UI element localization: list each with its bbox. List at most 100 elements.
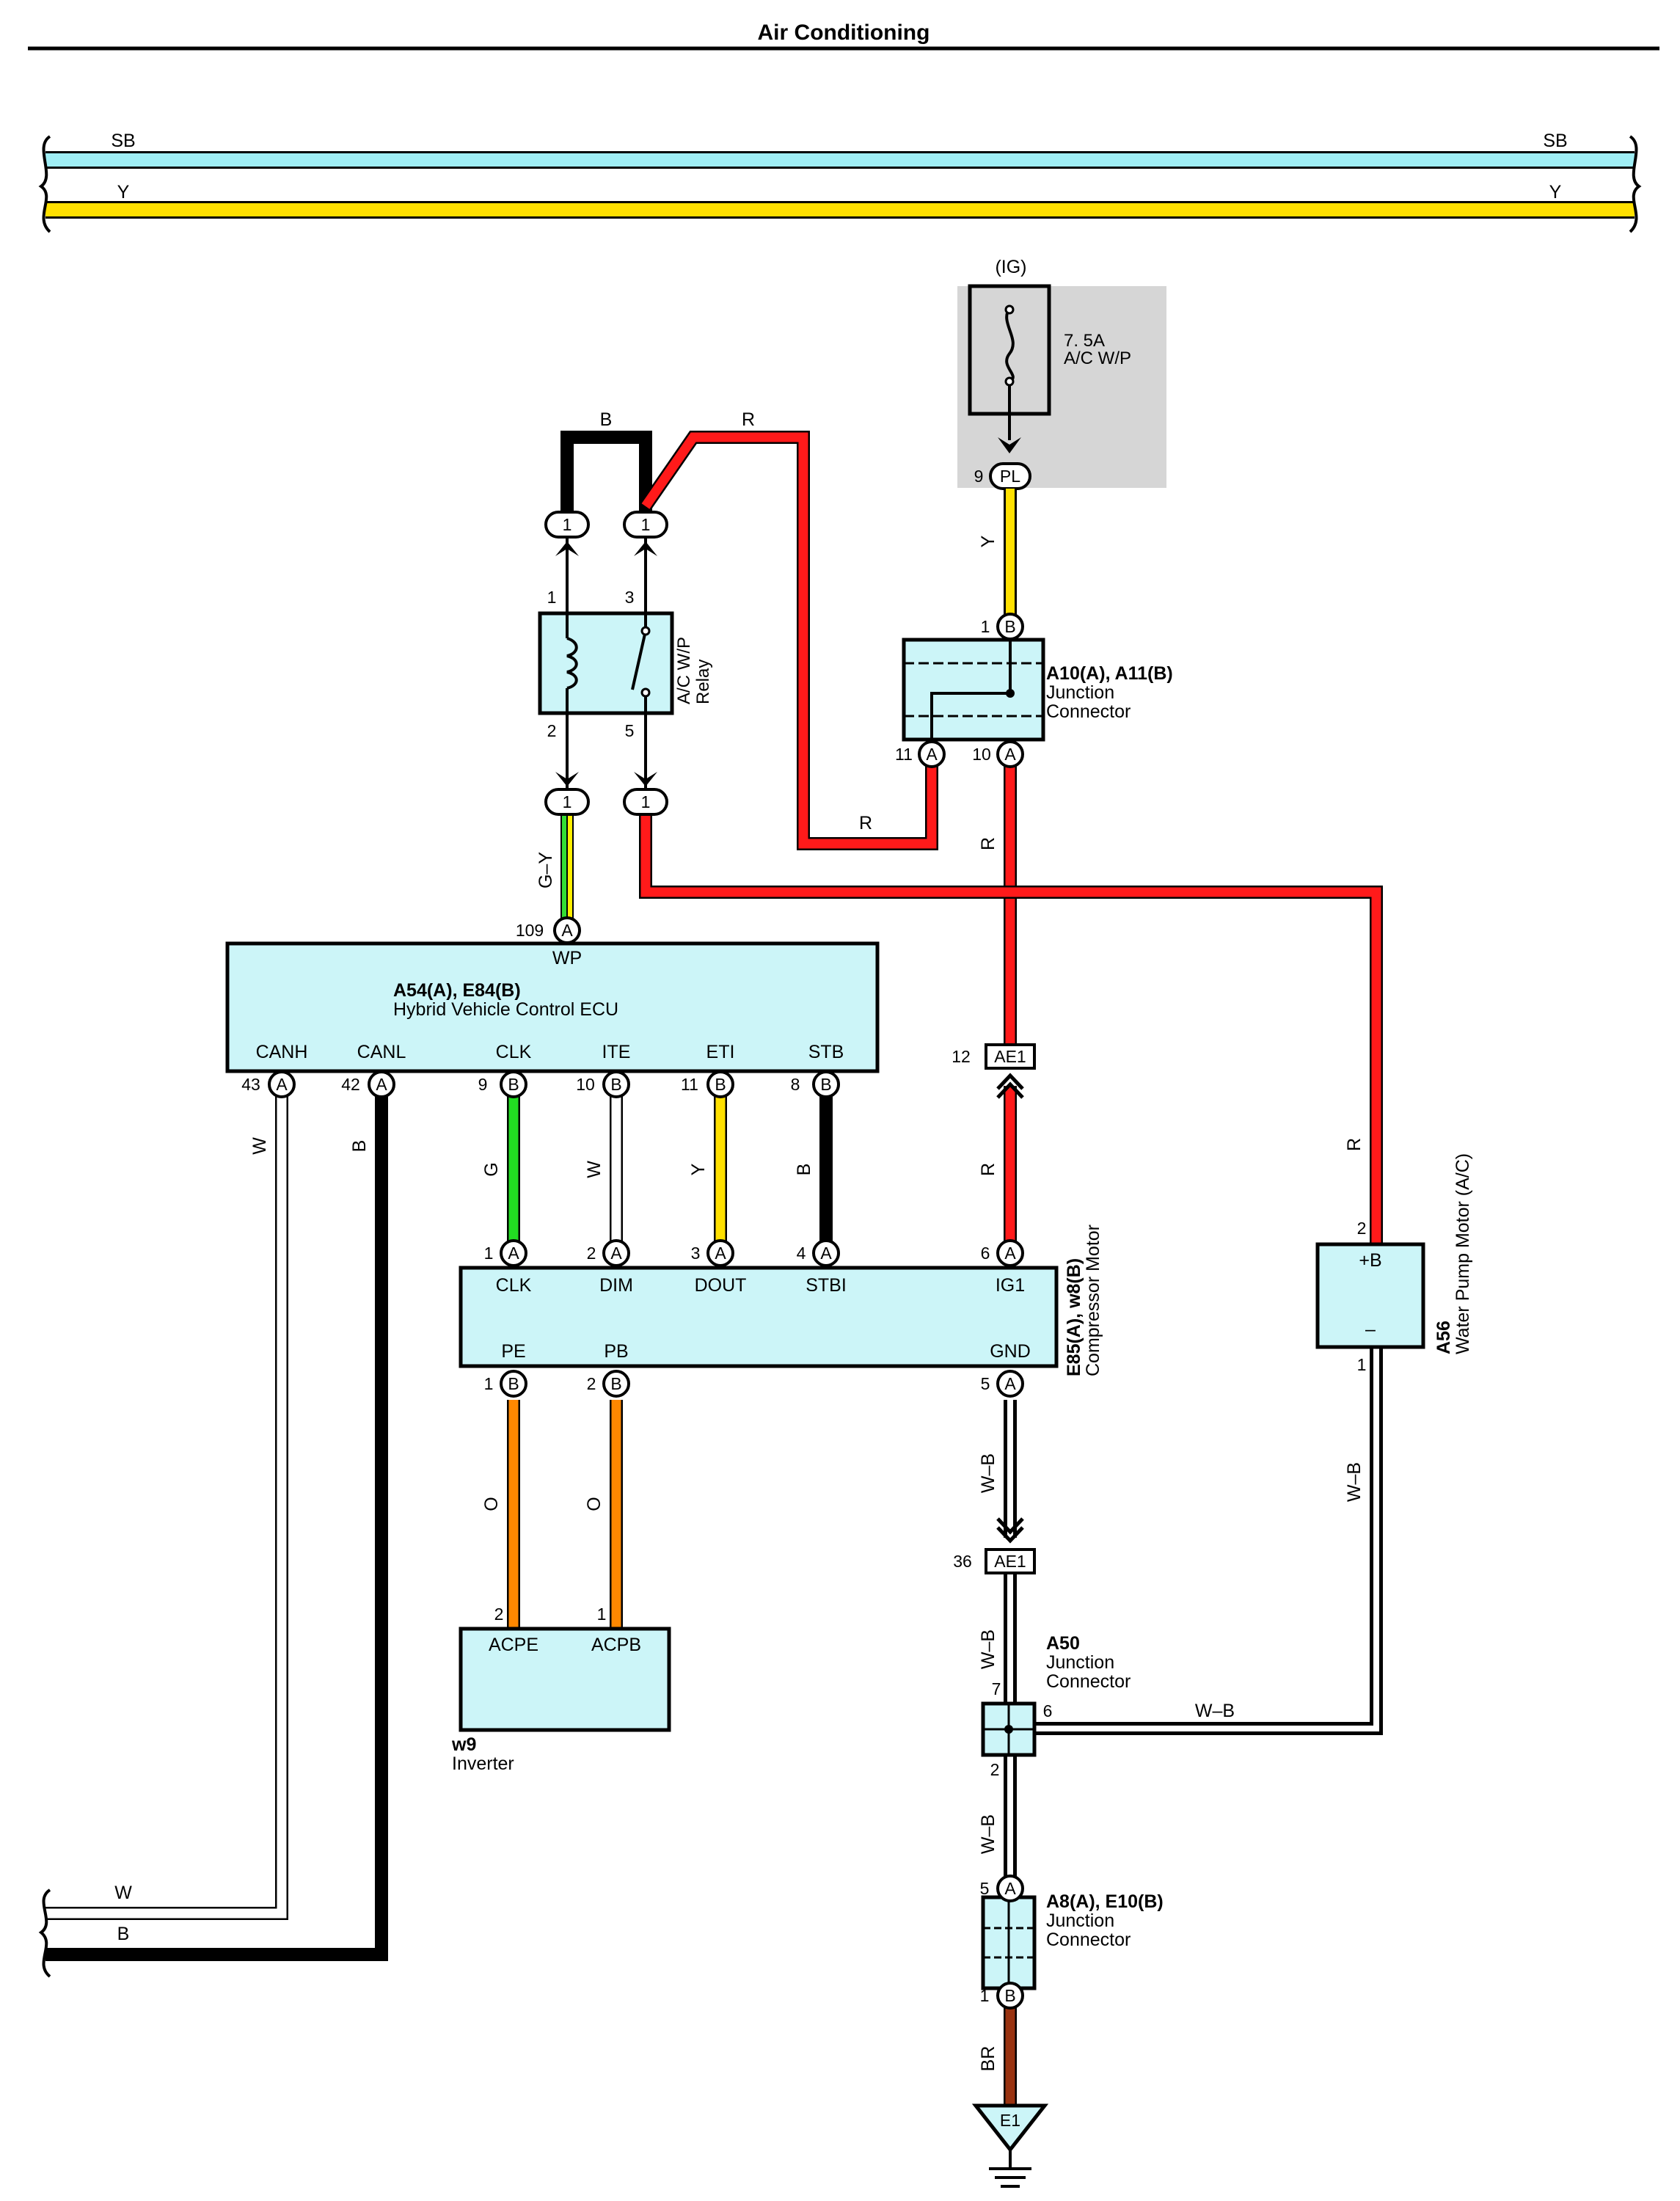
- relay-bottom-right-connector: 1: [623, 788, 668, 816]
- bus-break-bottom-icon: [38, 1888, 51, 1978]
- wire-label-ecu-wp: G–Y: [536, 852, 556, 888]
- bus-break-left-icon: [38, 135, 51, 233]
- bus-label-w-left: W: [114, 1883, 132, 1903]
- junction-a8-line1: Junction: [1046, 1910, 1114, 1931]
- relay-arrow-up-right-icon: [634, 541, 657, 556]
- relay-pin-5: 5: [625, 721, 635, 740]
- junction-a8-line2: Connector: [1046, 1930, 1131, 1950]
- svg-text:CLK: CLK: [496, 1275, 532, 1296]
- relay-top-right-connector: 1: [623, 511, 668, 539]
- page-title: Air Conditioning: [758, 21, 930, 45]
- pump-minus-label: –: [1365, 1319, 1376, 1340]
- inverter-acpb-label: ACPB: [591, 1635, 641, 1655]
- ecu-code: A54(A), E84(B): [393, 980, 521, 1001]
- ae1-top-arrow-icon: [996, 1073, 1024, 1099]
- svg-text:B: B: [1004, 1986, 1015, 2005]
- relay-arrow-down-left-icon: [555, 772, 579, 786]
- ecu-pin-3: ITE B 10: [576, 1042, 631, 1098]
- fuse-arrow-icon: [998, 437, 1021, 453]
- wire-label-relay-r: R: [742, 409, 755, 430]
- pump-pin-top: 2: [1357, 1219, 1367, 1238]
- svg-text:A: A: [276, 1075, 288, 1094]
- wire-label-pump-r: R: [1344, 1138, 1365, 1151]
- relay-bottom-left-connector: 1: [544, 788, 590, 816]
- ae1-bottom-connector: AE1 36: [953, 1548, 1036, 1574]
- svg-text:PB: PB: [604, 1341, 628, 1362]
- svg-text:B: B: [610, 1374, 621, 1393]
- bus-label-sb-right: SB: [1543, 131, 1567, 151]
- relay-arrow-up-left-icon: [555, 541, 579, 556]
- wire-pump-gnd: [1034, 1347, 1383, 1735]
- inverter-acpb-num: 1: [597, 1605, 607, 1624]
- inverter-name: Inverter: [452, 1753, 514, 1774]
- pump-pin-bottom: 1: [1357, 1355, 1367, 1374]
- wire-label-ig1: R: [978, 1163, 998, 1176]
- bus-label-y-left: Y: [117, 182, 130, 202]
- svg-text:10: 10: [576, 1075, 595, 1094]
- wire-label-gnd1: W–B: [978, 1453, 998, 1493]
- inverter-code: w9: [451, 1734, 476, 1755]
- fuse-icon: [1005, 307, 1015, 383]
- wire-relay-r-to-junction: [640, 431, 938, 850]
- compressor-code: E85(A), w8(B): [1064, 1258, 1084, 1376]
- wire-label-pump-gnd: W–B: [1344, 1462, 1365, 1502]
- svg-text:109: 109: [516, 921, 544, 940]
- svg-text:B: B: [508, 1075, 519, 1094]
- relay-name-line1: A/C W/P: [674, 637, 694, 704]
- junction-a10-code: A10(A), A11(B): [1046, 663, 1173, 684]
- wire-label-stb: B: [794, 1164, 814, 1176]
- wire-label-canl: B: [349, 1140, 370, 1153]
- svg-text:1: 1: [981, 617, 990, 636]
- relay-switch-icon: [631, 630, 647, 690]
- svg-text:AE1: AE1: [994, 1552, 1026, 1571]
- bus-label-y-right: Y: [1549, 182, 1562, 202]
- svg-text:B: B: [820, 1075, 831, 1094]
- wire-label-pb: O: [584, 1497, 605, 1511]
- svg-text:1: 1: [641, 792, 651, 811]
- pump-body: [1315, 1242, 1425, 1349]
- svg-text:ETI: ETI: [706, 1042, 735, 1062]
- compressor-body: [459, 1266, 1059, 1368]
- wire-label-canh: W: [249, 1137, 270, 1155]
- junction-a10-pin-right: A 10: [972, 740, 1024, 768]
- bus-break-right-icon: [1629, 135, 1642, 233]
- svg-text:9: 9: [478, 1075, 488, 1094]
- svg-text:3: 3: [691, 1244, 701, 1263]
- relay-top-left-connector: 1: [544, 511, 590, 539]
- wire-label-pe: O: [481, 1497, 502, 1511]
- inverter-acpe-label: ACPE: [489, 1635, 538, 1655]
- ground-triangle-icon: [971, 2103, 1049, 2153]
- junction-a50-code: A50: [1046, 1633, 1080, 1654]
- junction-a8-code: A8(A), E10(B): [1046, 1891, 1164, 1912]
- relay-coil-icon: [566, 637, 578, 690]
- junction-a50-pin6: 6: [1043, 1701, 1053, 1720]
- compressor-name: Compressor Motor: [1083, 1224, 1103, 1376]
- svg-text:AE1: AE1: [994, 1047, 1026, 1066]
- inverter-body: [459, 1627, 671, 1732]
- svg-text:B: B: [610, 1075, 621, 1094]
- svg-text:8: 8: [791, 1075, 800, 1094]
- inverter-acpe-num: 2: [494, 1605, 504, 1624]
- svg-text:B: B: [715, 1075, 726, 1094]
- ae1-top-connector: AE1 12: [952, 1043, 1036, 1070]
- wire-canl: [45, 1086, 388, 1961]
- svg-text:A: A: [610, 1244, 622, 1263]
- relay-body: [538, 611, 674, 715]
- svg-text:PE: PE: [501, 1341, 525, 1362]
- pump-code: A56: [1434, 1321, 1454, 1354]
- wire-relay-r-to-pump: [639, 814, 1383, 1247]
- svg-text:ITE: ITE: [602, 1042, 631, 1062]
- svg-text:6: 6: [981, 1244, 990, 1263]
- wire-relay-b-loop: [560, 431, 652, 514]
- svg-text:GND: GND: [990, 1341, 1031, 1362]
- svg-text:1: 1: [641, 515, 651, 534]
- wire-label-fuse-y: Y: [978, 535, 998, 547]
